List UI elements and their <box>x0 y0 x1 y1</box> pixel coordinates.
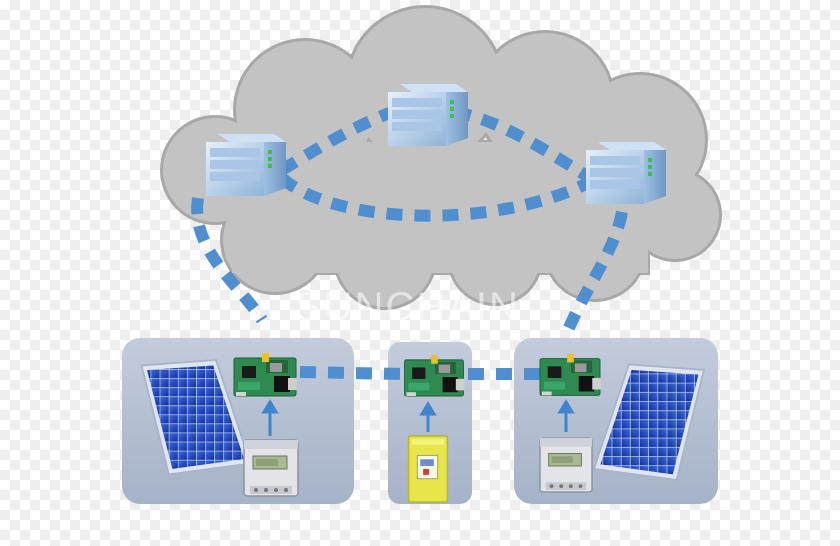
server-icon-top <box>388 84 468 146</box>
diagram-title: SUNCHAIN <box>295 285 520 329</box>
energy-meter-icon-left <box>243 439 299 497</box>
server-icon-left <box>206 134 286 196</box>
link-server-left-to-right <box>278 173 593 222</box>
yellow-meter-icon <box>407 435 449 503</box>
server-icon-right <box>586 142 666 204</box>
link-server-right-to-site-right <box>562 210 628 333</box>
arrow-up-icon <box>261 399 279 436</box>
link-server-left-to-top <box>278 106 395 176</box>
controller-board-icon-right <box>539 353 602 396</box>
arrow-up-icon <box>557 399 575 432</box>
arrow-up-icon <box>419 401 437 432</box>
link-server-left-to-site-left <box>191 197 268 324</box>
energy-meter-icon-right <box>539 437 593 493</box>
controller-board-icon-left <box>233 352 298 397</box>
controller-board-icon-middle <box>404 354 465 397</box>
